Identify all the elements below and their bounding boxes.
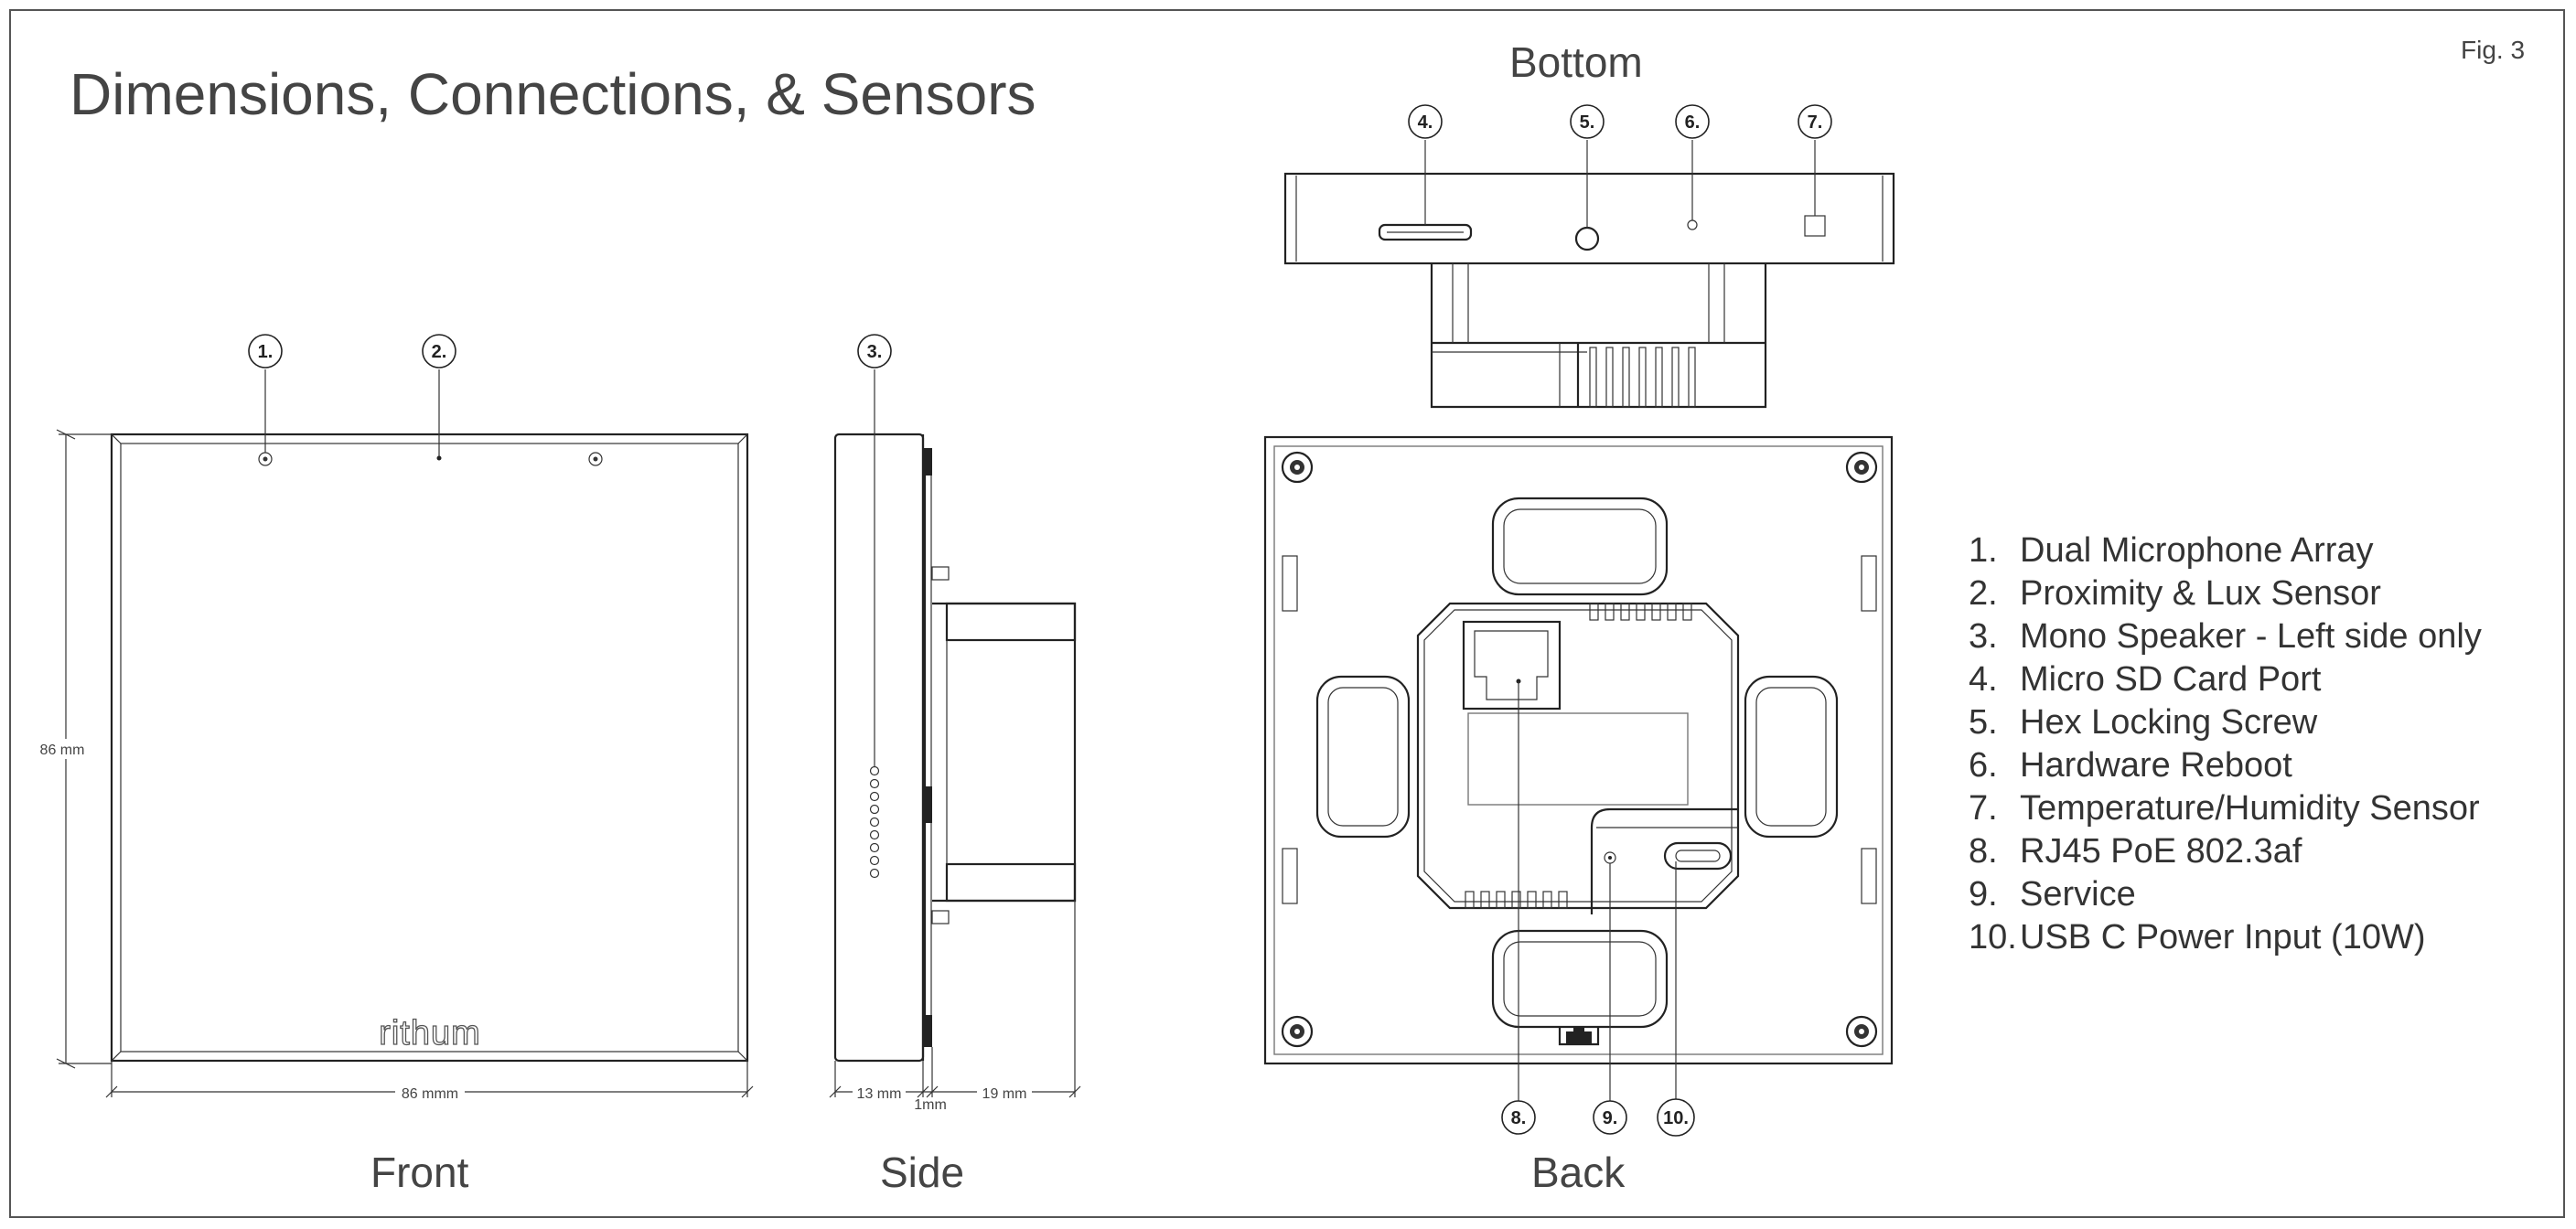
speaker-holes <box>869 765 880 879</box>
dimension-side-gap: 1mm <box>914 1097 947 1113</box>
side-panel-body <box>833 433 925 1063</box>
legend-item: 6. Hardware Reboot <box>1969 746 2292 785</box>
svg-text:10.: 10. <box>1663 1108 1689 1128</box>
bottom-panel-edge <box>1283 172 1895 265</box>
callout-9 <box>1593 1100 1627 1135</box>
svg-text:USB C Power Input (10W): USB C Power Input (10W) <box>2020 918 2425 956</box>
view-label-side: Side <box>880 1149 964 1196</box>
svg-text:7.: 7. <box>1808 112 1823 133</box>
svg-text:3.: 3. <box>867 342 883 362</box>
svg-text:Proximity & Lux Sensor: Proximity & Lux Sensor <box>2020 574 2381 613</box>
svg-text:7.: 7. <box>1969 789 1998 828</box>
svg-text:5.: 5. <box>1580 112 1595 133</box>
legend-item: 3. Mono Speaker - Left side only <box>1969 617 2482 656</box>
microphone-right-icon <box>588 452 603 466</box>
callout-8 <box>1501 1100 1536 1135</box>
callout-2 <box>422 334 456 369</box>
svg-text:1.: 1. <box>258 342 274 362</box>
svg-text:Hex Locking Screw: Hex Locking Screw <box>2020 703 2318 742</box>
bottom-backbox <box>1430 263 1767 409</box>
svg-text:8.: 8. <box>1511 1108 1527 1128</box>
callout-4 <box>1408 104 1443 139</box>
dimension-side-depth: 13 mm <box>857 1086 902 1102</box>
front-view: rithum 86 mm 86 mmm 1. 2. <box>38 334 754 1103</box>
side-view: 3. 13 mm 1mm 19 mm <box>829 334 1081 1113</box>
svg-text:Dual Microphone Array: Dual Microphone Array <box>2020 531 2374 570</box>
dimension-front-height: 86 mm <box>40 743 85 758</box>
view-label-back: Back <box>1531 1149 1626 1196</box>
back-central-housing <box>1416 602 1740 910</box>
svg-text:6.: 6. <box>1685 112 1701 133</box>
power-service-bay <box>1590 807 1738 914</box>
svg-text:4.: 4. <box>1969 660 1998 699</box>
rj45-port <box>1462 620 1562 711</box>
corner-screw-icon <box>1281 451 1878 1048</box>
callout-5 <box>1570 104 1605 139</box>
svg-text:Temperature/Humidity Sensor: Temperature/Humidity Sensor <box>2020 789 2480 828</box>
svg-text:2.: 2. <box>1969 574 1998 613</box>
svg-text:1.: 1. <box>1969 531 1998 570</box>
back-vent-top <box>1589 603 1692 621</box>
view-label-front: Front <box>370 1149 469 1196</box>
svg-text:8.: 8. <box>1969 832 1998 871</box>
legend-item: 9. Service <box>1969 875 2136 914</box>
svg-text:2.: 2. <box>432 342 447 362</box>
bottom-view: 4. 5. 6. 7. <box>1283 104 1895 409</box>
legend-item: 7. Temperature/Humidity Sensor <box>1969 789 2480 828</box>
front-bezel <box>120 443 739 1053</box>
temperature-sensor-icon <box>1804 215 1826 237</box>
callout-1 <box>248 334 283 369</box>
back-label-area <box>1467 712 1689 806</box>
dimension-front-width: 86 mmm <box>402 1086 458 1102</box>
callout-6 <box>1675 104 1710 139</box>
back-vent-bottom <box>1465 891 1568 909</box>
svg-text:Service: Service <box>2020 875 2136 914</box>
usb-c-port-icon <box>1663 841 1733 871</box>
hex-locking-screw-icon <box>1574 226 1600 251</box>
callout-7 <box>1798 104 1832 139</box>
brand-logo: rithum <box>379 1014 481 1053</box>
svg-text:4.: 4. <box>1418 112 1433 133</box>
figure-frame <box>9 9 2565 1218</box>
legend-list: 1. Dual Microphone Array 2. Proximity & Lu… <box>1969 531 2482 956</box>
legend-item: 1. Dual Microphone Array <box>1969 531 2374 570</box>
back-view: 8. 9. 10. <box>1263 435 1894 1137</box>
proximity-sensor-icon <box>436 455 442 461</box>
svg-text:RJ45 PoE 802.3af: RJ45 PoE 802.3af <box>2020 832 2302 871</box>
legend-item: 5. Hex Locking Screw <box>1969 703 2318 742</box>
svg-text:9.: 9. <box>1969 875 1998 914</box>
dimension-side-back: 19 mm <box>982 1086 1027 1102</box>
callout-3 <box>857 334 892 369</box>
svg-text:Mono Speaker - Left side only: Mono Speaker - Left side only <box>2020 617 2482 656</box>
svg-text:Micro SD Card Port: Micro SD Card Port <box>2020 660 2322 699</box>
front-outer-edge <box>110 433 749 1063</box>
reboot-button-icon <box>1687 219 1698 230</box>
page-title: Dimensions, Connections, & Sensors <box>70 61 1036 127</box>
view-label-bottom: Bottom <box>1509 38 1643 86</box>
svg-text:9.: 9. <box>1603 1108 1618 1128</box>
mounting-cutouts <box>1315 497 1839 1029</box>
svg-text:5.: 5. <box>1969 703 1998 742</box>
bottom-vent-fins <box>1589 347 1696 408</box>
figure-label: Fig. 3 <box>2461 36 2525 64</box>
legend-item: 2. Proximity & Lux Sensor <box>1969 574 2381 613</box>
legend-item: 10.USB C Power Input (10W) <box>1969 918 2425 956</box>
side-backbox <box>932 602 1077 903</box>
callout-10 <box>1657 1098 1695 1137</box>
legend-item: 8. RJ45 PoE 802.3af <box>1969 832 2302 871</box>
svg-text:Hardware Reboot: Hardware Reboot <box>2020 746 2292 785</box>
legend-item: 4. Micro SD Card Port <box>1969 660 2322 699</box>
svg-text:6.: 6. <box>1969 746 1998 785</box>
svg-text:3.: 3. <box>1969 617 1998 656</box>
svg-text:10.: 10. <box>1969 918 2017 956</box>
back-plate-outline <box>1263 435 1894 1065</box>
